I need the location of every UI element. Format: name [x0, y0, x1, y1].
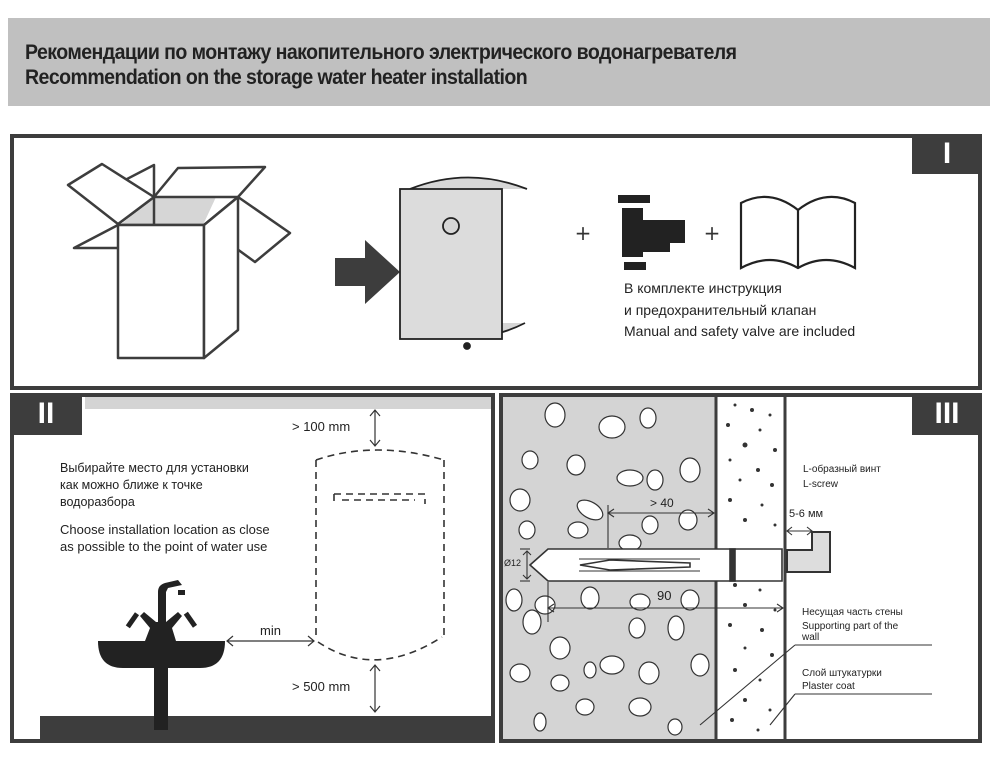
- sink-icon: [98, 580, 225, 730]
- support-label-en-2: wall: [802, 632, 820, 643]
- location-text-en-1: Choose installation location as close: [60, 522, 270, 537]
- dim-bottom-label: > 500 mm: [292, 679, 351, 694]
- support-label-en-1: Supporting part of the: [802, 621, 899, 632]
- open-box-icon: [66, 162, 292, 360]
- ceiling: [85, 397, 491, 409]
- arrow-right-icon: [335, 240, 400, 304]
- l-screw-icon: [786, 531, 831, 573]
- depth-label: > 40: [650, 496, 674, 510]
- plus-sign-2: +: [704, 221, 721, 245]
- plaster-speckles: [726, 403, 777, 732]
- title-en: Recommendation on the storage water heat…: [25, 66, 528, 89]
- dowel-anchor-icon: [528, 548, 783, 582]
- plus-sign-1: +: [575, 221, 592, 245]
- heater-outline-dashed: [315, 449, 445, 661]
- mount-dimensions: [520, 505, 932, 726]
- panel-location: II: [10, 393, 495, 743]
- lscrew-label-ru: L-образный винт: [803, 464, 881, 475]
- title-ru: Рекомендации по монтажу накопительного э…: [25, 41, 737, 64]
- manual-book-icon: [739, 195, 857, 270]
- location-text-ru-3: водоразбора: [60, 495, 135, 509]
- kit-caption-ru-2: и предохранительный клапан: [624, 302, 817, 318]
- lscrew-label-en: L-screw: [803, 479, 839, 490]
- safety-valve-icon: [618, 195, 685, 270]
- diameter-label: Ø12: [504, 558, 522, 568]
- dimension-arrows: [226, 409, 381, 713]
- plaster-label-en: Plaster coat: [802, 681, 855, 692]
- kit-caption-en: Manual and safety valve are included: [624, 323, 856, 339]
- water-heater-icon: [399, 176, 528, 350]
- header-banner: Рекомендации по монтажу накопительного э…: [8, 18, 990, 106]
- location-text-ru-2: как можно ближе к точке: [60, 478, 203, 492]
- plaster-label-ru: Слой штукатурки: [802, 668, 882, 679]
- gap-label: 5-6 мм: [789, 508, 824, 520]
- dim-min-label: min: [260, 623, 281, 638]
- dim-top-label: > 100 mm: [292, 419, 351, 434]
- location-text-en-2: as possible to the point of water use: [60, 539, 268, 554]
- kit-caption-ru-1: В комплекте инструкция: [624, 280, 782, 296]
- panel-badge-2: II: [10, 393, 82, 435]
- aggregate-stones: [505, 402, 710, 736]
- panel-badge-1: I: [912, 134, 982, 174]
- support-label-ru: Несущая часть стены: [802, 607, 903, 618]
- floor: [40, 716, 491, 739]
- location-text-ru-1: Выбирайте место для установки: [60, 461, 249, 475]
- panel-badge-3: III: [912, 393, 982, 435]
- length-label: 90: [657, 588, 672, 603]
